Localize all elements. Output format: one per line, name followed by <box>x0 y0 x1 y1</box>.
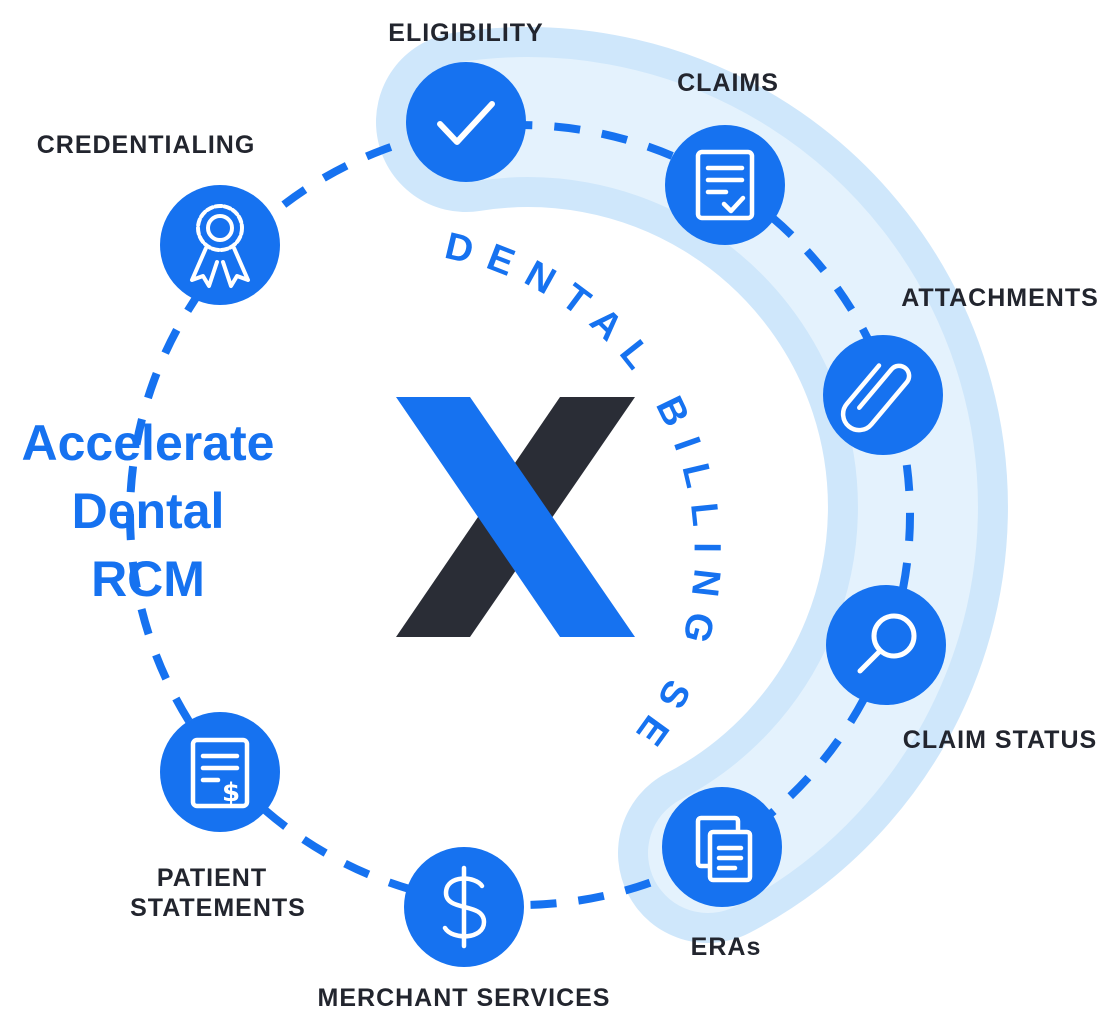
headline-line1: Accelerate <box>22 415 275 471</box>
node-merchant-services[interactable] <box>404 847 524 967</box>
eligibility-label: ELIGIBILITY <box>388 19 543 47</box>
x-logo <box>396 397 635 637</box>
merchant-services-label: MERCHANT SERVICES <box>318 984 611 1009</box>
dollar-icon <box>442 865 487 949</box>
headline-line3: RCM <box>91 551 205 607</box>
credentialing-label: CREDENTIALING <box>37 131 256 159</box>
node-claims[interactable] <box>665 125 785 245</box>
statement-dollar-glyph: $ <box>222 778 240 808</box>
document-check-icon <box>695 149 755 221</box>
node-credentialing[interactable] <box>160 185 280 305</box>
node-patient-statements[interactable]: $ <box>160 712 280 832</box>
claims-label: CLAIMS <box>677 69 779 97</box>
award-ribbon-icon <box>190 204 250 288</box>
documents-stack-icon <box>695 815 753 883</box>
eras-label: ERAs <box>691 933 762 961</box>
patient-statements-label-line1: PATIENT <box>157 864 267 892</box>
invoice-dollar-icon <box>190 737 250 809</box>
node-eligibility[interactable] <box>406 62 526 182</box>
checkmark-icon <box>437 101 495 145</box>
node-claim-status[interactable] <box>826 585 946 705</box>
patient-statements-label-line2: STATEMENTS <box>130 894 306 922</box>
paperclip-icon <box>840 363 912 433</box>
magnifier-icon <box>857 613 917 674</box>
node-attachments[interactable] <box>823 335 943 455</box>
attachments-label: ATTACHMENTS <box>901 284 1099 312</box>
node-eras[interactable] <box>662 787 782 907</box>
claim-status-label: CLAIM STATUS <box>903 726 1097 754</box>
headline-line2: Dental <box>72 483 225 539</box>
